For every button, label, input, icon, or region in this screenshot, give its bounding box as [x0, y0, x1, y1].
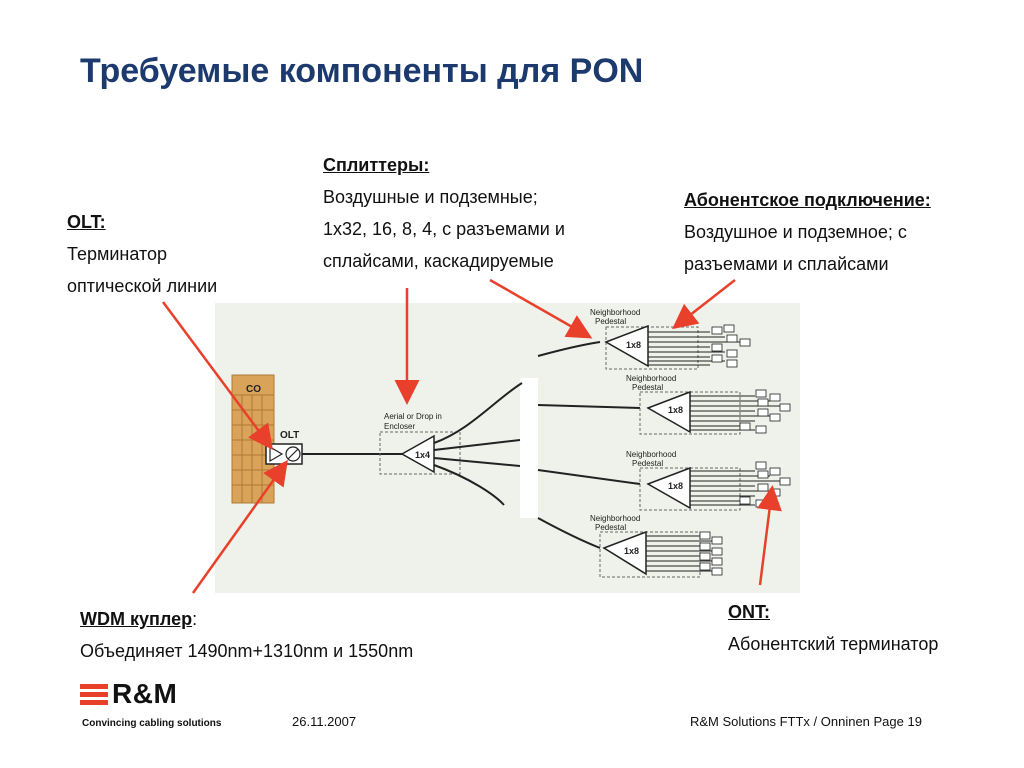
callout-arrows: [161, 278, 782, 594]
olt-box: [265, 443, 303, 465]
enclosure-box: [379, 431, 461, 475]
olt-label: OLT: Терминатор оптической линии: [67, 206, 217, 302]
pedestal-2-splitter-text: 1x8: [668, 405, 683, 415]
pedestal-4-text-1: Neighborhood: [590, 514, 640, 523]
pedestal-1-text-1: Neighborhood: [590, 308, 640, 317]
wdm-colon: :: [192, 609, 198, 629]
enclosure-text-1: Aerial or Drop in: [384, 412, 442, 421]
splitter-heading: Сплиттеры:: [323, 155, 430, 175]
pedestal-1: Neighborhood Pedestal 1x8: [590, 308, 751, 370]
splitter-line-2: 1x32, 16, 8, 4, с разъемами и: [323, 219, 565, 239]
wdm-heading: WDM куплер: [80, 609, 193, 629]
splitter-label: Сплиттеры: Воздушные и подземные; 1x32, …: [323, 149, 565, 277]
pedestal-1-splitter-text: 1x8: [626, 340, 641, 350]
olt-line-2: оптической линии: [67, 276, 218, 296]
ont-heading: ONT:: [728, 602, 770, 622]
pedestal-4-splitter-text: 1x8: [624, 546, 639, 556]
ont-label: ONT: Абонентский терминатор: [728, 596, 938, 660]
splitter-line-3: сплайсами, каскадируемые: [323, 251, 554, 271]
pedestal-callout-arrow: [489, 278, 593, 339]
wdm-line-1: Объединяет 1490nm+1310nm и 1550nm: [80, 641, 414, 661]
pedestal-3: Neighborhood Pedestal 1x8: [626, 450, 791, 511]
pedestal-3-splitter-text: 1x8: [668, 481, 683, 491]
enclosure-text-2: Encloser: [384, 422, 415, 431]
pedestal-2-text-2: Pedestal: [632, 383, 663, 392]
subscriber-line-1: Воздушное и подземное; с: [684, 222, 907, 242]
ont-line-1: Абонентский терминатор: [728, 634, 939, 654]
pedestal-3-text-1: Neighborhood: [626, 450, 676, 459]
olt-line-1: Терминатор: [67, 244, 168, 264]
footer-date: 26.11.2007: [292, 714, 357, 729]
wdm-label: WDM куплер: Объединяет 1490nm+1310nm и 1…: [80, 603, 413, 667]
pedestal-1-text-2: Pedestal: [595, 317, 626, 326]
co-text: CO: [246, 384, 261, 395]
footer-page: R&M Solutions FTTx / Onninen Page 19: [690, 714, 922, 729]
subscriber-callout-arrow: [672, 279, 736, 330]
olt-diagram-text: OLT: [280, 430, 299, 441]
pedestal-2: Neighborhood Pedestal 1x8: [626, 374, 791, 435]
pedestal-4: Neighborhood Pedestal 1x8: [590, 514, 723, 578]
subscriber-label: Абонентское подключение: Воздушное и под…: [684, 184, 931, 280]
olt-heading: OLT:: [67, 212, 106, 232]
ont-callout-arrow: [757, 485, 782, 586]
subscriber-heading: Абонентское подключение:: [684, 190, 931, 210]
splitter-line-1: Воздушные и подземные;: [323, 187, 538, 207]
wdm-callout-arrow: [191, 459, 288, 594]
pedestal-4-text-2: Pedestal: [595, 523, 626, 532]
splitter-1x4: [400, 434, 435, 474]
diagram-gap: [520, 378, 538, 518]
page-title: Требуемые компоненты для PON: [80, 52, 644, 90]
rm-logo-icon: [80, 684, 108, 705]
subscriber-line-2: разъемами и сплайсами: [684, 254, 889, 274]
logo-text: R&M: [112, 678, 178, 709]
distribution-fibers: [433, 341, 641, 549]
pedestal-3-text-2: Pedestal: [632, 459, 663, 468]
olt-callout-arrow: [161, 301, 273, 451]
pedestal-2-text-1: Neighborhood: [626, 374, 676, 383]
logo-tagline: Convincing cabling solutions: [82, 718, 222, 729]
olt-transmitter-icon: [269, 445, 284, 463]
wdm-coupler-icon: [285, 446, 301, 462]
splitter-1x4-text: 1x4: [415, 450, 430, 460]
